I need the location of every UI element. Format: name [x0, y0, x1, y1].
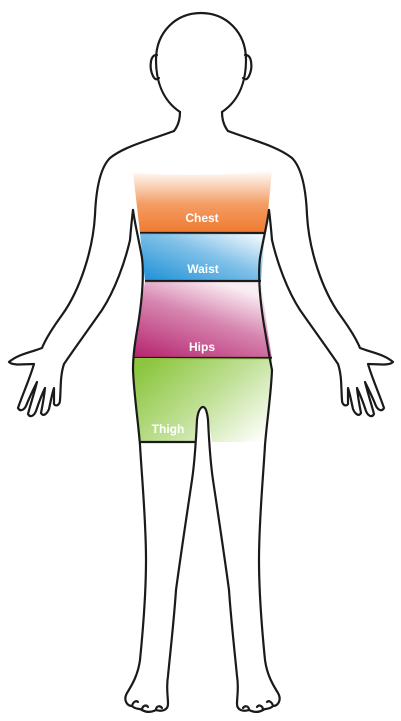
chest-zone: Chest [133, 170, 272, 233]
thigh-zone: Thigh [133, 358, 272, 442]
thigh-label: Thigh [152, 422, 185, 436]
waist-label: Waist [187, 262, 219, 276]
chest-label: Chest [185, 211, 218, 225]
head-outline [156, 13, 246, 112]
neck-left [174, 112, 180, 131]
hips-label: Hips [189, 340, 215, 354]
hips-zone: Hips [133, 281, 272, 358]
waist-zone: Waist [140, 233, 265, 281]
neck-right [222, 112, 228, 131]
